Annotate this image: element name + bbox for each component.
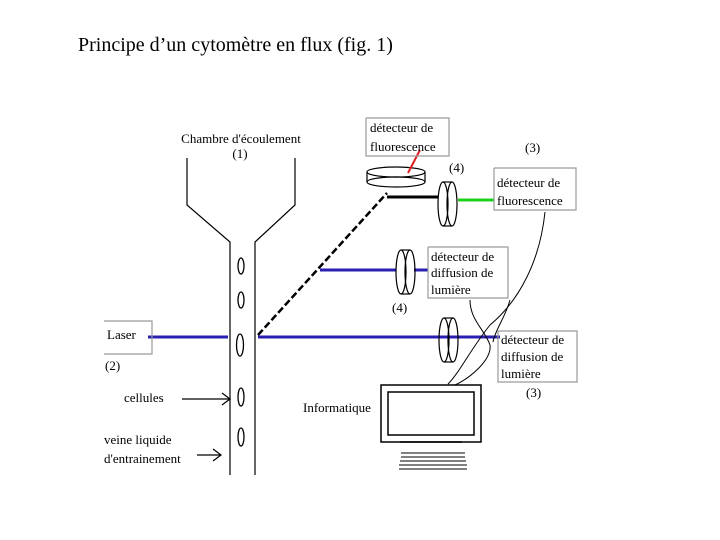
lens-mid-number: (4) xyxy=(392,300,407,315)
laser-label: Laser xyxy=(107,327,137,342)
fluo-right-box xyxy=(493,167,577,211)
cells-label: cellules xyxy=(124,390,164,405)
cell xyxy=(237,291,245,309)
lens-fluorescence xyxy=(437,181,458,227)
diff-mid-label-3: lumière xyxy=(431,282,471,297)
laser-box xyxy=(104,320,153,355)
fluo-top-box xyxy=(365,117,450,157)
cables xyxy=(447,211,546,386)
detector-boxes xyxy=(104,117,578,383)
detector3-top-number: (3) xyxy=(525,140,540,155)
computer-label: Informatique xyxy=(303,400,371,415)
scatter-path xyxy=(257,192,388,336)
flow-chamber xyxy=(186,158,296,475)
lens-top-number: (4) xyxy=(449,160,464,175)
detector3-bottom-number: (3) xyxy=(526,385,541,400)
diff-right-label: détecteur de xyxy=(501,332,564,347)
top-lens xyxy=(366,166,426,188)
arrows xyxy=(182,392,231,462)
lens-side-scatter xyxy=(395,249,416,295)
chamber-number: (1) xyxy=(232,146,247,161)
cell xyxy=(237,257,245,275)
cells-in-stream xyxy=(235,257,245,447)
lens-forward-scatter xyxy=(438,317,459,363)
fluo-right-label-2: fluorescence xyxy=(497,193,563,208)
keyboard xyxy=(399,452,467,470)
diff-right-label-3: lumière xyxy=(501,366,541,381)
fluo-top-label-2: fluorescence xyxy=(370,139,436,154)
cell xyxy=(235,333,245,357)
chamber-label: Chambre d'écoulement xyxy=(181,131,301,146)
diff-mid-label: détecteur de xyxy=(431,249,494,264)
cell xyxy=(237,427,245,447)
page-title: Principe d’un cytomètre en flux (fig. 1) xyxy=(78,34,393,56)
sheath-label-2: d'entrainement xyxy=(104,451,181,466)
diff-right-label-2: diffusion de xyxy=(501,349,563,364)
laser-number: (2) xyxy=(105,358,120,373)
fluo-top-label: détecteur de xyxy=(370,120,433,135)
diff-right-box xyxy=(497,330,578,383)
diff-mid-label-2: diffusion de xyxy=(431,265,493,280)
diff-mid-box xyxy=(427,246,509,299)
sheath-label: veine liquide xyxy=(104,432,172,447)
cell xyxy=(237,387,245,407)
computer-monitor xyxy=(380,384,482,443)
fluo-right-label: détecteur de xyxy=(497,175,560,190)
fluorescence-mark xyxy=(407,149,421,174)
